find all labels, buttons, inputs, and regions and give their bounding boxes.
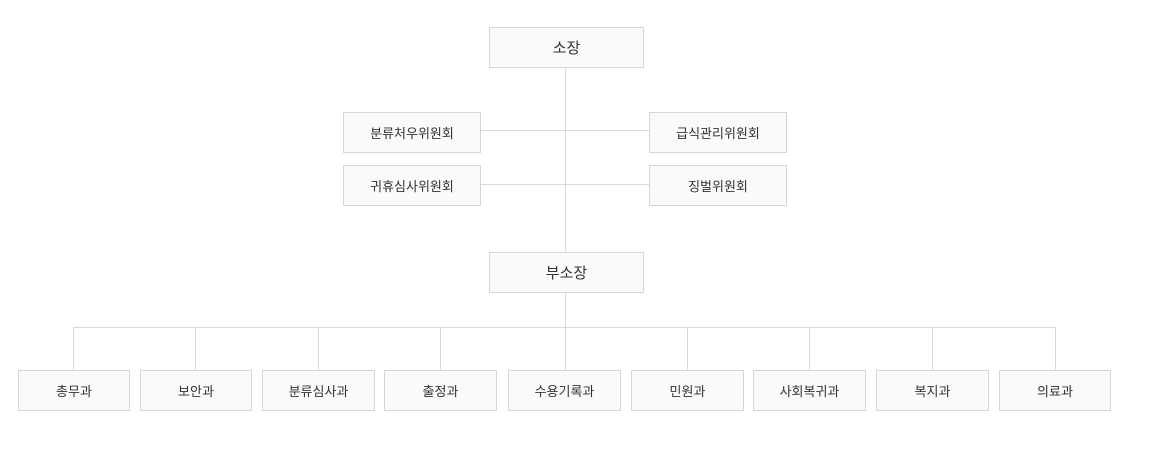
committee-label: 급식관리위원회 (676, 127, 760, 142)
director-box: 소장 (489, 27, 644, 68)
department-label: 복지과 (914, 385, 951, 400)
department-box: 사회복귀과 (753, 370, 866, 411)
department-label: 보안과 (178, 385, 214, 400)
committee-box-left-1: 분류처우위원회 (343, 112, 481, 153)
committee-row2-line (480, 184, 650, 185)
committee-box-right-2: 징벌위원회 (649, 165, 787, 206)
department-drop-line (565, 327, 566, 370)
department-box: 의료과 (999, 370, 1111, 411)
department-drop-line (440, 327, 441, 370)
department-label: 총무과 (56, 385, 92, 400)
department-box: 보안과 (140, 370, 252, 411)
department-drop-line (809, 327, 810, 370)
department-label: 분류심사과 (288, 385, 349, 400)
department-box: 총무과 (18, 370, 130, 411)
committee-box-right-1: 급식관리위원회 (649, 112, 787, 153)
department-bus-line (73, 327, 1056, 328)
department-label: 출정과 (422, 385, 459, 400)
deputy-down-line (565, 292, 566, 328)
department-label: 수용기록과 (534, 385, 595, 400)
department-drop-line (687, 327, 688, 370)
committee-label: 귀휴심사위원회 (370, 180, 454, 195)
deputy-box: 부소장 (489, 252, 644, 293)
department-box: 출정과 (384, 370, 497, 411)
committee-row1-line (480, 130, 650, 131)
committee-box-left-2: 귀휴심사위원회 (343, 165, 481, 206)
department-label: 의료과 (1037, 385, 1073, 400)
department-drop-line (932, 327, 933, 370)
department-box: 민원과 (631, 370, 744, 411)
department-drop-line (195, 327, 196, 370)
committee-label: 분류처우위원회 (370, 127, 454, 142)
department-drop-line (73, 327, 74, 370)
department-box: 수용기록과 (508, 370, 621, 411)
department-drop-line (318, 327, 319, 370)
director-label: 소장 (552, 39, 581, 57)
department-box: 분류심사과 (262, 370, 375, 411)
department-label: 사회복귀과 (779, 385, 840, 400)
department-box: 복지과 (876, 370, 989, 411)
department-drop-line (1055, 327, 1056, 370)
department-label: 민원과 (669, 385, 706, 400)
committee-label: 징벌위원회 (688, 180, 748, 195)
deputy-label: 부소장 (545, 264, 588, 282)
spine-line (565, 67, 566, 253)
